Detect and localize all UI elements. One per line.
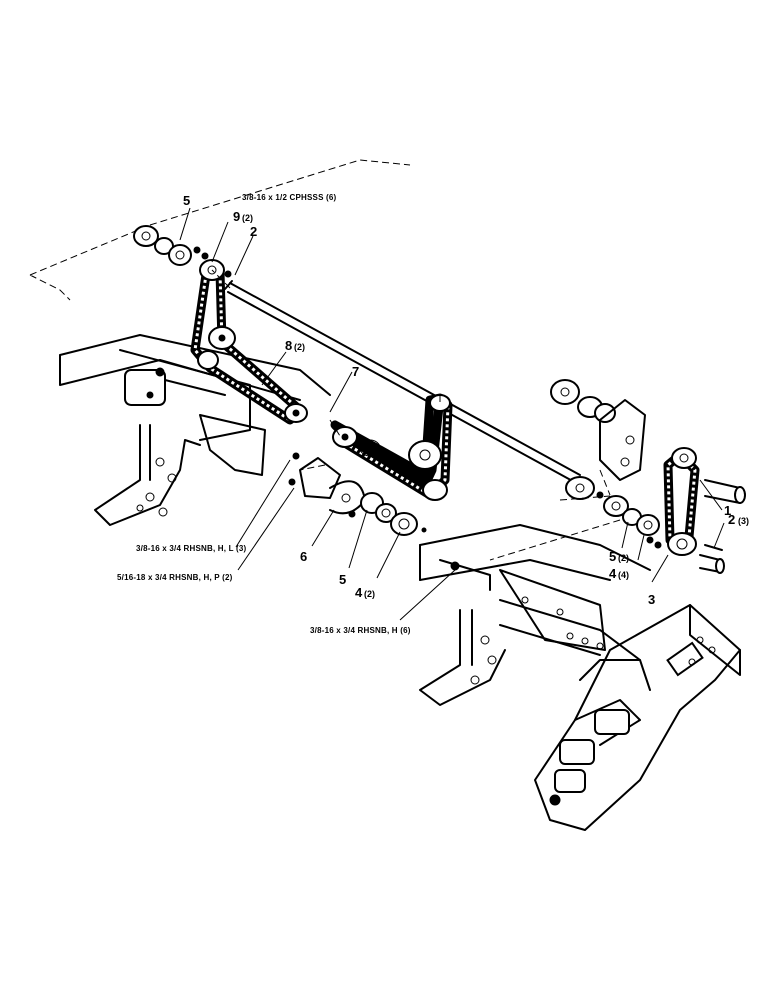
callout-5-mid: 5 — [339, 572, 346, 587]
center-bearing-group — [288, 452, 427, 536]
callout-4-right: 4 — [609, 566, 617, 581]
right-chain-drive — [603, 447, 746, 574]
main-shaft — [224, 280, 595, 500]
callout-5-right: 5 — [609, 549, 616, 564]
callout-4-mid-qty: (2) — [364, 589, 375, 599]
callout-6: 6 — [300, 549, 307, 564]
hardware-note-cphsss: 3/8-16 x 1/2 CPHSSS (6) — [242, 193, 337, 202]
callout-8-qty: (2) — [294, 342, 305, 352]
callout-labels: 5 3/8-16 x 1/2 CPHSSS (6) 9 (2) 2 8 (2) … — [117, 193, 749, 635]
hardware-note-rhsnb-hl: 3/8-16 x 3/4 RHSNB, H, L (3) — [136, 544, 247, 553]
center-chain-drive — [330, 393, 453, 501]
callout-2-top: 2 — [250, 224, 257, 239]
callout-4-mid: 4 — [355, 585, 363, 600]
right-bracket-assembly — [550, 379, 646, 499]
callout-9: 9 — [233, 209, 240, 224]
callout-4-right-qty: (4) — [618, 570, 629, 580]
hardware-note-rhsnb-h: 3/8-16 x 3/4 RHSNB, H (6) — [310, 626, 411, 635]
callout-5-right-qty: (2) — [618, 553, 629, 563]
leader-lines — [179, 207, 725, 621]
callout-5-top: 5 — [183, 193, 190, 208]
right-frame-assembly — [419, 524, 741, 831]
callout-2-right-qty: (3) — [738, 516, 749, 526]
callout-9-qty: (2) — [242, 213, 253, 223]
callout-3: 3 — [648, 592, 655, 607]
left-chain-drive — [133, 225, 308, 425]
callout-7: 7 — [352, 364, 359, 379]
left-frame-assembly — [29, 159, 411, 526]
hardware-note-rhsnb-hp: 5/16-18 x 3/4 RHSNB, H, P (2) — [117, 573, 233, 582]
callout-1: 1 — [724, 503, 731, 518]
callout-8: 8 — [285, 338, 292, 353]
callout-2-right: 2 — [728, 512, 735, 527]
